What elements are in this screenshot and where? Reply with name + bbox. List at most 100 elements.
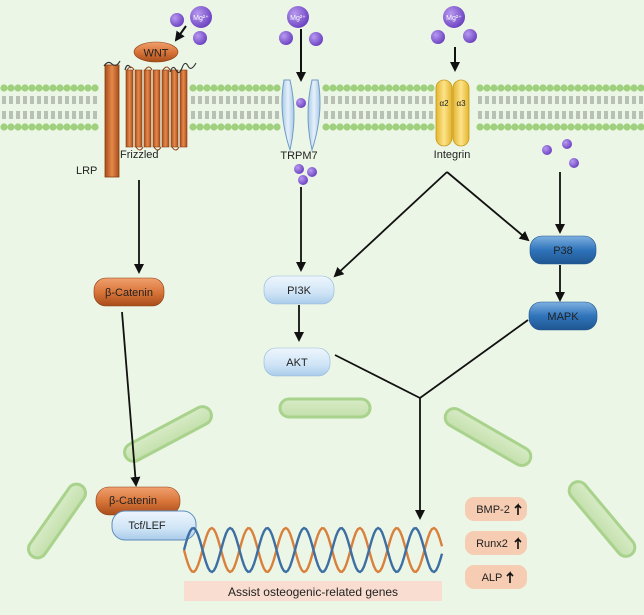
integrin-alpha2-label: α2 — [439, 99, 449, 108]
lipid-head — [252, 123, 260, 131]
lipid-head — [238, 123, 246, 131]
lipid-head — [189, 123, 197, 131]
integrin-receptor — [435, 79, 470, 147]
trpm7-channel — [281, 79, 321, 152]
bmp2-up-arrow-icon — [514, 503, 522, 515]
lipid-head — [56, 84, 64, 92]
mapk-node — [528, 301, 598, 331]
alp-badge — [465, 565, 527, 589]
lipid-head — [420, 84, 428, 92]
lipid-head — [217, 84, 225, 92]
frizzled-receptor — [124, 62, 197, 151]
arrow-catenin-to-nucleus — [121, 311, 141, 487]
lipid-head — [0, 84, 8, 92]
alp-up-arrow-icon — [506, 571, 514, 583]
pathway-arrows — [121, 171, 565, 520]
lipid-head — [371, 123, 379, 131]
lipid-head — [329, 123, 337, 131]
lipid-head — [602, 123, 610, 131]
lipid-head — [49, 84, 57, 92]
lipid-head — [70, 84, 78, 92]
lipid-head — [595, 84, 603, 92]
cytoplasm-rods — [26, 397, 637, 560]
mg-label-trpm7: Mg²⁺ — [290, 15, 306, 22]
beta-catenin-node — [93, 277, 165, 307]
lipid-head — [42, 84, 50, 92]
lipid-head — [539, 84, 547, 92]
lipid-head — [210, 123, 218, 131]
lipid-head — [490, 84, 498, 92]
lipid-head — [476, 84, 484, 92]
lipid-head — [196, 84, 204, 92]
frizzled-label: Frizzled — [120, 149, 159, 161]
lipid-head — [413, 84, 421, 92]
lipid-head — [21, 123, 29, 131]
lipid-head — [385, 84, 393, 92]
lipid-head — [630, 123, 638, 131]
lipid-head — [483, 123, 491, 131]
integrin-label: Integrin — [434, 149, 471, 161]
lipid-head — [35, 84, 43, 92]
arrow-integrin-to-p38 — [446, 171, 530, 242]
lipid-head — [574, 123, 582, 131]
beta-catenin-label: β-Catenin — [105, 287, 153, 299]
lipid-head — [49, 123, 57, 131]
lipid-head — [350, 123, 358, 131]
lipid-head — [497, 84, 505, 92]
mg-ions-trpm7-bottom — [294, 164, 317, 185]
lipid-head — [623, 123, 631, 131]
lipid-head — [266, 84, 274, 92]
dna-strand-blue — [182, 526, 444, 574]
runx2-badge — [465, 531, 527, 555]
lipid-head — [553, 123, 561, 131]
lipid-head — [546, 123, 554, 131]
pi3k-label: PI3K — [287, 285, 312, 297]
lipid-head — [392, 84, 400, 92]
integrin-alpha3-label: α3 — [456, 99, 466, 108]
lrp-receptor — [103, 60, 121, 178]
lipid-head — [581, 84, 589, 92]
lipid-head — [84, 84, 92, 92]
lipid-head — [574, 84, 582, 92]
bmp2-badge — [465, 497, 527, 521]
lipid-head — [504, 123, 512, 131]
lipid-head — [476, 123, 484, 131]
lipid-head — [392, 123, 400, 131]
lipid-head — [42, 123, 50, 131]
lipid-head — [203, 84, 211, 92]
lipid-head — [329, 84, 337, 92]
lipid-head — [273, 123, 281, 131]
lipid-head — [259, 84, 267, 92]
lipid-head — [406, 123, 414, 131]
p38-node — [529, 235, 597, 265]
lipid-head — [77, 84, 85, 92]
lipid-head — [637, 123, 644, 131]
pi3k-node — [263, 275, 335, 305]
lipid-head — [497, 123, 505, 131]
mg-ions-integrin — [431, 6, 477, 44]
mapk-label: MAPK — [547, 311, 579, 323]
genes-caption: Assist osteogenic-related genes — [228, 585, 398, 599]
lipid-head — [357, 84, 365, 92]
lipid-head — [364, 123, 372, 131]
lipid-head — [518, 84, 526, 92]
lipid-head — [63, 84, 71, 92]
lipid-head — [217, 123, 225, 131]
lipid-head — [525, 84, 533, 92]
lipid-head — [14, 123, 22, 131]
lipid-head — [525, 123, 533, 131]
lipid-head — [553, 84, 561, 92]
alp-label: ALP — [482, 572, 503, 584]
runx2-label: Runx2 — [476, 538, 508, 550]
lipid-head — [504, 84, 512, 92]
lipid-head — [14, 84, 22, 92]
lipid-head — [56, 123, 64, 131]
mg-ions-free — [542, 139, 579, 168]
converge-lines — [334, 319, 529, 400]
lipid-head — [378, 84, 386, 92]
dna-helix — [182, 526, 444, 574]
lipid-head — [511, 123, 519, 131]
lipid-head — [532, 123, 540, 131]
